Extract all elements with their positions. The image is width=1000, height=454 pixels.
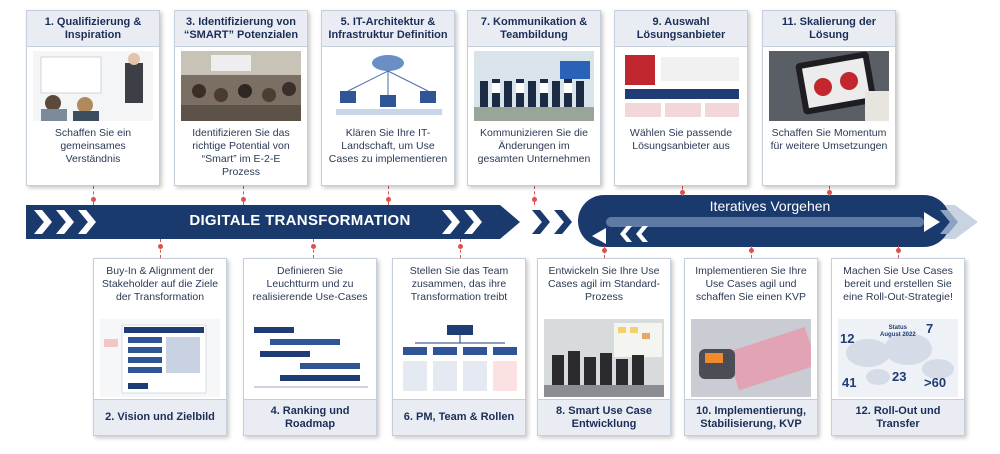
step-card-3: 3. Identifizierung von “SMART” Potenzial… [174, 10, 308, 186]
step-card-10: Implementieren Sie Ihre Use Cases agil u… [684, 258, 818, 436]
step-card-2: Buy-In & Alignment der Stakeholder auf d… [93, 258, 227, 436]
step-card-9: 9. Auswahl Lösungsanbieter Wählen Sie pa… [614, 10, 748, 186]
step-title: 1. Qualifizierung & Inspiration [27, 11, 159, 47]
world-map-status-label: Status August 2022 [880, 325, 916, 338]
step-description: Entwickeln Sie Ihre Use Cases agil im St… [547, 265, 661, 303]
step-title: 5. IT-Architektur & Infrastruktur Defini… [322, 11, 454, 47]
world-map-number: >60 [924, 375, 947, 390]
team-group-photo [474, 51, 594, 121]
it-architecture-diagram [328, 51, 448, 121]
step-title: 7. Kommunikation & Teambildung [468, 11, 600, 47]
step-card-4: Definieren Sie Leuchtturm und zu realisi… [243, 258, 377, 436]
connector-dot [532, 197, 537, 202]
step-description: Schaffen Sie ein gemeinsames Verständnis [54, 127, 132, 165]
vendor-selection-slide [621, 51, 741, 121]
step-card-7: 7. Kommunikation & Teambildung Kommunizi… [467, 10, 601, 186]
connector-dot [158, 244, 163, 249]
step-title: 6. PM, Team & Rollen [393, 399, 525, 435]
step-title: 8. Smart Use Case Entwicklung [538, 399, 670, 435]
step-description: Wählen Sie passende Lösungsanbieter aus [629, 127, 733, 152]
connector-dot [91, 197, 96, 202]
connector-dot [680, 190, 685, 195]
connector-dot [311, 244, 316, 249]
connector-line [243, 186, 245, 205]
loop-arrowhead-left [592, 228, 606, 244]
step-description: Buy-In & Alignment der Stakeholder auf d… [101, 265, 219, 303]
step-card-8: Entwickeln Sie Ihre Use Cases agil im St… [537, 258, 671, 436]
connector-dot [896, 248, 901, 253]
step-title: 9. Auswahl Lösungsanbieter [615, 11, 747, 47]
step-card-11: 11. Skalierung der Lösung Schaffen Sie M… [762, 10, 896, 186]
connector-line [534, 186, 536, 205]
banner-label: DIGITALE TRANSFORMATION [189, 212, 411, 229]
world-map-number: 12 [840, 331, 855, 346]
step-title: 11. Skalierung der Lösung [763, 11, 895, 47]
world-map-number: 41 [842, 375, 857, 390]
connector-dot [386, 197, 391, 202]
loop-arrowhead-right [924, 212, 940, 232]
vision-slide [100, 319, 220, 397]
connector-line [388, 186, 390, 205]
iterative-label: Iteratives Vorgehen [709, 198, 831, 214]
workshop-room-photo [181, 51, 301, 121]
connector-dot [602, 248, 607, 253]
step-description: Machen Sie Use Cases bereit und erstelle… [843, 265, 953, 303]
world-map-number: 23 [892, 369, 907, 384]
connector-line [93, 186, 95, 205]
step-card-12: Machen Sie Use Cases bereit und erstelle… [831, 258, 965, 436]
step-title: 2. Vision und Zielbild [94, 399, 226, 435]
connector-dot [827, 190, 832, 195]
iterative-loop-inner [606, 217, 924, 227]
step-title: 4. Ranking und Roadmap [244, 399, 376, 435]
step-description: Definieren Sie Leuchtturm und zu realisi… [252, 265, 368, 303]
step-title: 12. Roll-Out und Transfer [832, 399, 964, 435]
step-description: Klären Sie Ihre IT- Landschaft, um Use C… [328, 127, 448, 165]
step-description: Schaffen Sie Momentum für weitere Umsetz… [770, 127, 888, 152]
step-card-6: Stellen Sie das Team zusammen, das ihre … [392, 258, 526, 436]
step-description: Identifizieren Sie das richtige Potentia… [192, 127, 290, 178]
step-title: 10. Implementierung, Stabilisierung, KVP [685, 399, 817, 435]
scanner-glove-photo [691, 319, 811, 397]
tablet-photo [769, 51, 889, 121]
team-office-photo [544, 319, 664, 397]
connector-dot [241, 197, 246, 202]
main-band [26, 205, 520, 239]
roadmap-gantt [250, 319, 370, 397]
world-map-number: 7 [926, 321, 934, 336]
step-title: 3. Identifizierung von “SMART” Potenzial… [175, 11, 307, 47]
step-card-5: 5. IT-Architektur & Infrastruktur Defini… [321, 10, 455, 186]
org-chart [399, 319, 519, 397]
step-description: Kommunizieren Sie die Änderungen im gesa… [477, 127, 591, 165]
world-map-stats: Status August 2022 12 7 41 23 >60 [838, 319, 958, 397]
connector-dot [749, 248, 754, 253]
presentation-meeting-photo [33, 51, 153, 121]
step-card-1: 1. Qualifizierung & Inspiration Schaffen… [26, 10, 160, 186]
connector-dot [458, 244, 463, 249]
step-description: Implementieren Sie Ihre Use Cases agil u… [695, 265, 807, 303]
step-description: Stellen Sie das Team zusammen, das ihre … [409, 265, 509, 303]
